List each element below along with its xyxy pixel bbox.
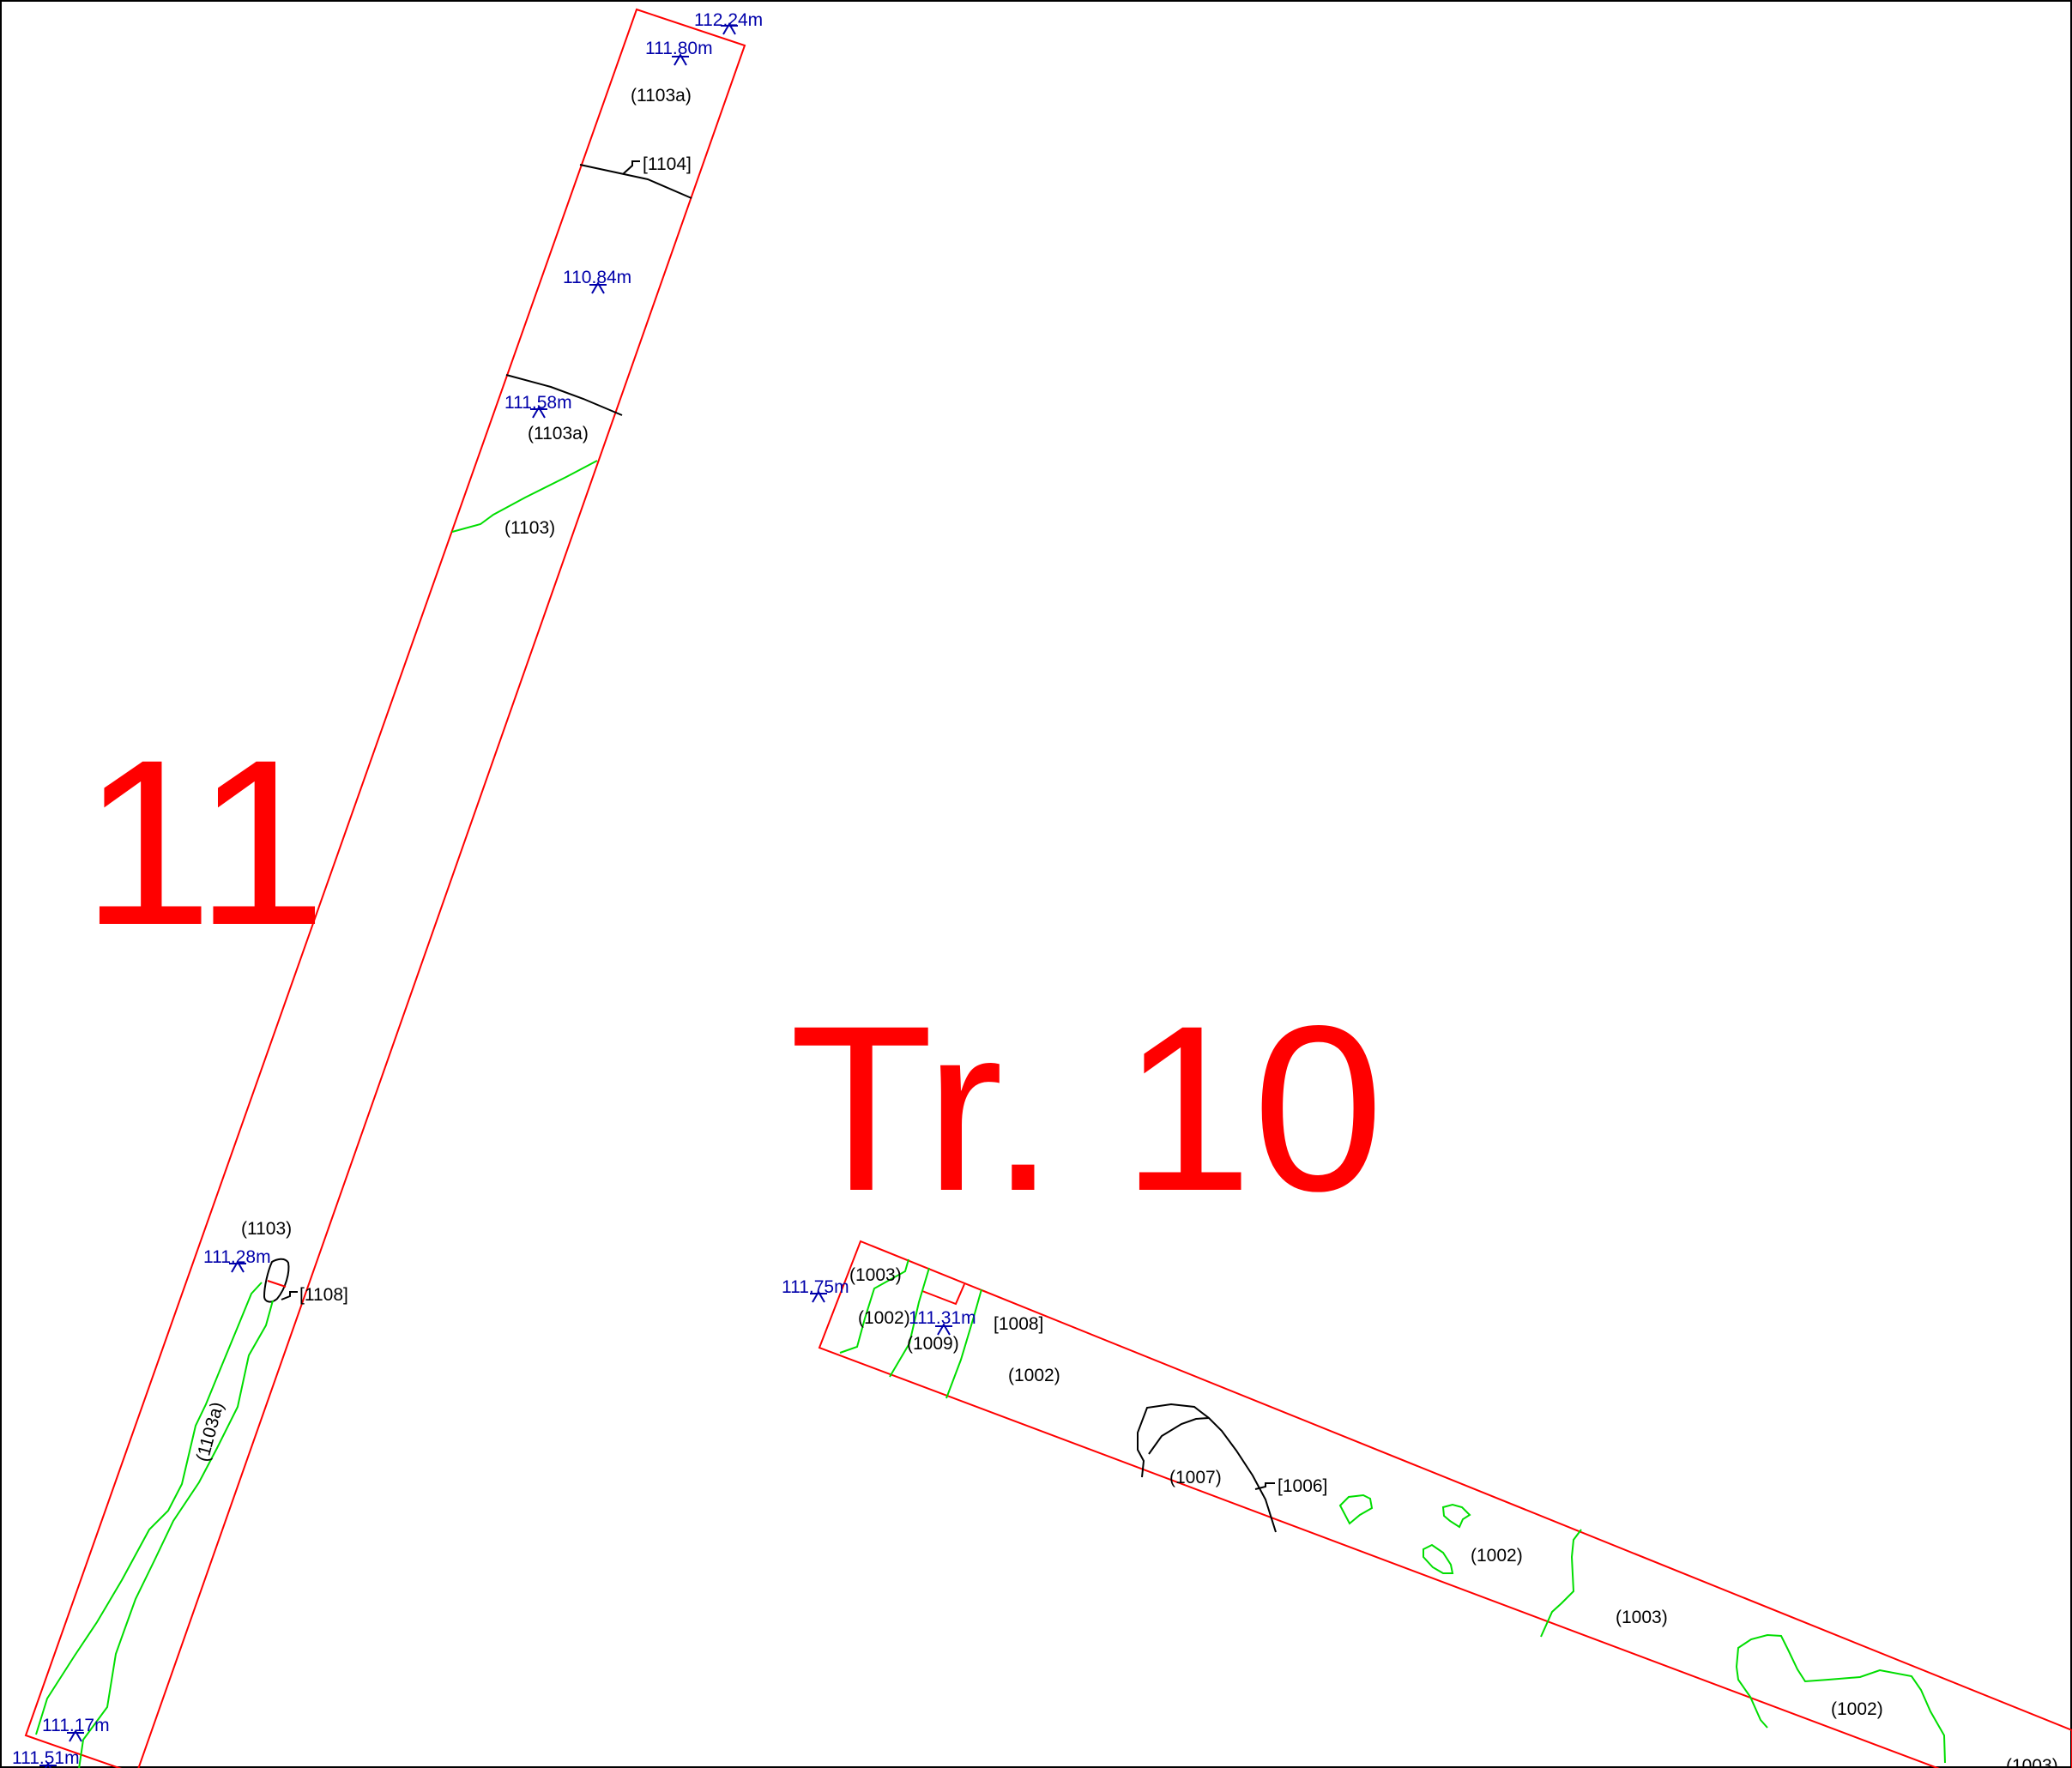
level-label: 111.31m: [909, 1308, 976, 1328]
context-1009-boundary: [945, 1288, 982, 1399]
trench-11-outline: [24, 8, 746, 1768]
level-label: 111.75m: [782, 1277, 849, 1297]
context-1103a-lower-edge-west: [35, 1282, 263, 1735]
context-label: (1007): [1169, 1468, 1222, 1487]
context-label: (1103): [504, 518, 555, 538]
context-1002-patch-2: [1441, 1503, 1471, 1529]
level-tick-icon: [530, 406, 547, 419]
cut-1006-leader: [1254, 1482, 1275, 1490]
context-label: (1103a): [631, 86, 692, 106]
level-label: 111.80m: [645, 39, 713, 58]
context-1103-boundary: [451, 460, 598, 533]
trench-10: [818, 1240, 2072, 1768]
trench-10-sondage: [921, 1283, 965, 1306]
level-tick-icon: [935, 1323, 952, 1336]
context-label: (1003): [1616, 1608, 1668, 1627]
context-1103a-lower-edge-east: [78, 1300, 274, 1768]
cut-1104-line: [579, 164, 692, 199]
context-1002-patch-1: [1338, 1493, 1374, 1525]
context-label: (1009): [907, 1334, 959, 1354]
context-label: (1002): [858, 1308, 910, 1328]
level-tick-icon: [229, 1260, 246, 1273]
level-label: 111.17m: [42, 1716, 110, 1735]
level-markers: [39, 22, 952, 1768]
level-tick-icon: [67, 1729, 84, 1742]
cut-1006-outline: [1137, 1403, 1277, 1533]
cut-label: [1006]: [1278, 1476, 1327, 1496]
context-1003-boundary-west: [839, 1258, 909, 1354]
trench-11-label: 11: [82, 711, 326, 975]
cut-1104-leader: [622, 160, 640, 175]
context-label: (1002): [1471, 1546, 1523, 1566]
level-label: 112.24m: [694, 10, 763, 30]
cut-label: [1104]: [643, 154, 692, 174]
feature-1108-section: [267, 1280, 287, 1288]
context-label: (1103): [241, 1219, 292, 1239]
level-label: 110.84m: [563, 268, 631, 287]
feature-1108-leader: [281, 1291, 298, 1300]
context-label: (1003): [2006, 1756, 2058, 1768]
trench-11: [24, 8, 746, 1768]
level-tick-icon: [672, 53, 689, 66]
trench-10-label: Tr. 10: [789, 977, 1384, 1240]
level-tick-icon: [39, 1762, 57, 1768]
context-1002-patch-3: [1423, 1543, 1454, 1574]
context-label-rotated: (1103a): [193, 1400, 228, 1463]
context-label: (1003): [849, 1265, 902, 1285]
trench-10-outline: [818, 1240, 2072, 1768]
context-label: (1103a): [528, 424, 589, 444]
context-1002-1003-boundary: [1540, 1529, 1582, 1638]
level-label: 111.28m: [203, 1247, 271, 1267]
level-tick-icon: [589, 281, 607, 294]
context-label: (1002): [1008, 1366, 1060, 1385]
fill-1007-boundary: [1148, 1417, 1210, 1455]
cut-label: [1108]: [299, 1285, 348, 1305]
context-1103a-boundary: [505, 374, 623, 416]
level-label: 111.51m: [12, 1748, 80, 1768]
cut-label: [1008]: [994, 1314, 1043, 1334]
context-1002-boundary-east: [1735, 1633, 1946, 1764]
context-1002-boundary-west: [889, 1267, 930, 1378]
level-tick-icon: [810, 1290, 827, 1303]
level-label: 111.58m: [504, 393, 572, 413]
context-label: (1002): [1831, 1699, 1883, 1719]
level-tick-icon: [721, 22, 738, 35]
feature-1108-outline: [263, 1258, 290, 1303]
